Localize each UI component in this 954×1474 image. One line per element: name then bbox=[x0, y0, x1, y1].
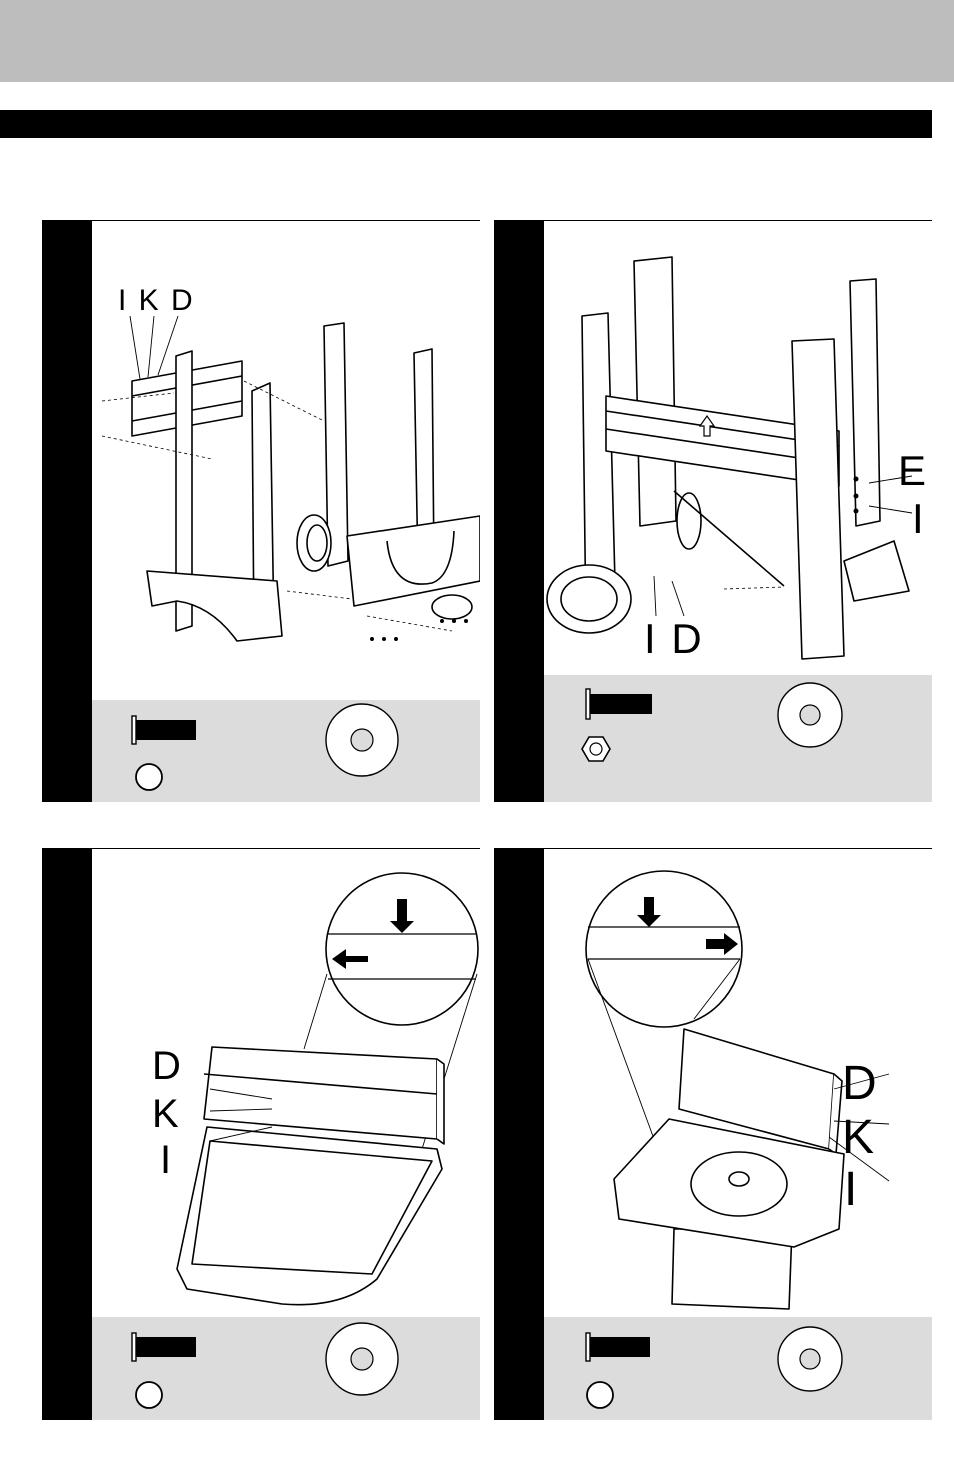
lock-washer-icon bbox=[587, 1382, 613, 1408]
part-label: K bbox=[152, 1094, 181, 1134]
part-label: E bbox=[898, 450, 928, 492]
part-label: I bbox=[160, 1140, 173, 1180]
bolt-icon bbox=[132, 716, 196, 744]
step-number-bar bbox=[42, 848, 92, 1420]
hardware-tray bbox=[544, 1317, 932, 1420]
section-title-bar bbox=[0, 110, 932, 138]
step-number-bar bbox=[494, 848, 544, 1420]
step-number-bar bbox=[42, 220, 92, 802]
step-panel-3: D K I bbox=[42, 848, 480, 1420]
step-panel-1: I K D bbox=[42, 220, 480, 802]
part-label: I D bbox=[644, 618, 704, 660]
step-panel-2: E I I D bbox=[494, 220, 932, 802]
hardware-tray bbox=[544, 675, 932, 802]
hex-nut-icon bbox=[582, 737, 610, 761]
part-label: D bbox=[152, 1046, 183, 1086]
assembly-illustration bbox=[92, 849, 480, 1317]
lock-washer-icon bbox=[136, 1382, 162, 1408]
bolt-icon bbox=[586, 1333, 650, 1361]
part-label: I bbox=[912, 498, 926, 540]
hardware-tray bbox=[92, 1317, 480, 1420]
part-label: D bbox=[842, 1060, 879, 1108]
step-number-bar bbox=[494, 220, 544, 802]
part-label: I K D bbox=[118, 286, 195, 316]
step-panel-4: D K I bbox=[494, 848, 932, 1420]
header-band bbox=[0, 0, 954, 82]
bolt-icon bbox=[586, 689, 652, 719]
lock-washer-icon bbox=[136, 764, 162, 790]
part-label: K bbox=[842, 1114, 876, 1162]
bolt-icon bbox=[132, 1333, 196, 1361]
hardware-tray bbox=[92, 700, 480, 802]
assembly-illustration bbox=[544, 221, 932, 675]
part-label: I bbox=[844, 1166, 859, 1214]
